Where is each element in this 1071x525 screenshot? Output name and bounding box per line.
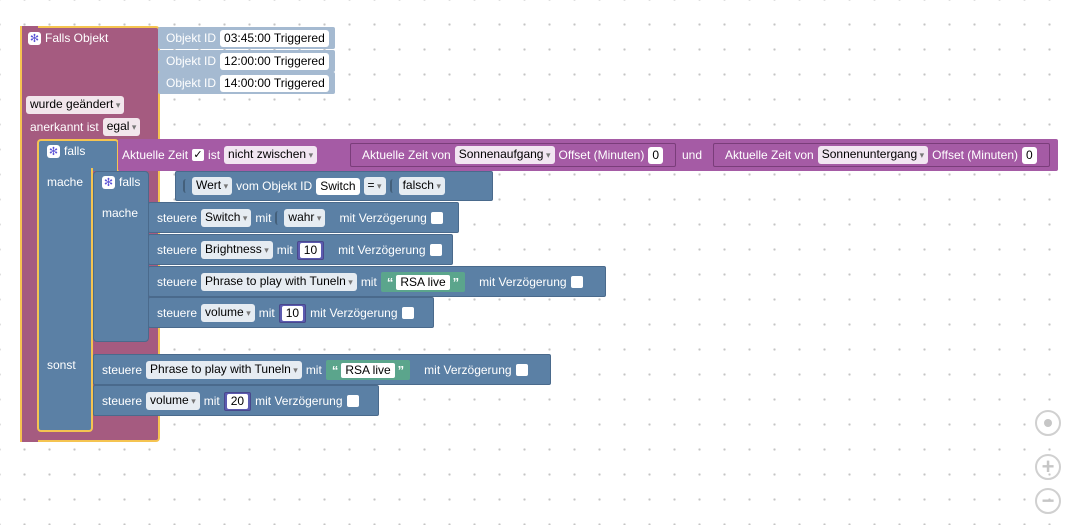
gear-icon[interactable]: ✻ <box>47 144 60 158</box>
check-icon[interactable]: ✓ <box>192 149 205 161</box>
ack-label: anerkannt ist <box>30 120 99 134</box>
with-label: mit <box>276 243 293 257</box>
changed-dropdown[interactable]: wurde geändert <box>26 96 125 114</box>
zoom-in-icon[interactable]: + <box>1035 454 1061 480</box>
object-id-value[interactable]: 12:00:00 Triggered <box>220 52 329 70</box>
control-label: steuere <box>157 211 198 225</box>
delay-checkbox[interactable] <box>430 212 443 224</box>
with-label: mit <box>305 363 322 377</box>
und-label: und <box>682 148 703 162</box>
gear-icon[interactable]: ✻ <box>28 31 41 45</box>
target-dropdown[interactable]: Switch <box>201 209 252 227</box>
number-input[interactable]: 10 <box>299 242 322 258</box>
op-dropdown[interactable]: nicht zwischen <box>224 146 318 164</box>
number-input[interactable]: 20 <box>226 393 249 409</box>
with-label: mit <box>255 211 272 225</box>
object-id-value[interactable]: 03:45:00 Triggered <box>220 29 329 47</box>
trigger-header: ✻ Falls Objekt <box>28 27 108 49</box>
bool-dropdown[interactable]: wahr <box>284 209 326 227</box>
delay-checkbox[interactable] <box>401 307 414 319</box>
delay-checkbox[interactable] <box>429 244 442 256</box>
outer-else-label: sonst <box>47 358 76 372</box>
control-label: steuere <box>102 394 143 408</box>
string-block[interactable]: “ RSA live ” <box>325 360 411 380</box>
number-block[interactable]: 20 <box>223 391 252 411</box>
control-label: steuere <box>102 363 143 377</box>
with-label: mit <box>360 275 377 289</box>
delay-label: mit Verzögerung <box>424 363 512 377</box>
object-id-label: Objekt ID <box>166 76 217 90</box>
now-label: Aktuelle Zeit <box>122 148 189 162</box>
from-object-label: vom Objekt ID <box>236 179 313 193</box>
string-input[interactable]: RSA live <box>341 362 395 378</box>
zoom-out-icon[interactable]: − <box>1035 488 1061 514</box>
trigger-title: Falls Objekt <box>45 31 109 45</box>
inner-if-block[interactable] <box>93 171 149 342</box>
object-input[interactable]: Switch <box>316 177 360 195</box>
target-dropdown[interactable]: Phrase to play with Tuneln <box>146 361 302 379</box>
number-block[interactable]: 10 <box>296 240 325 260</box>
with-label: mit <box>258 306 275 320</box>
number-input[interactable]: 10 <box>281 305 304 321</box>
delay-checkbox[interactable] <box>515 364 528 376</box>
control-block[interactable] <box>148 234 453 265</box>
ist-label: ist <box>208 148 221 162</box>
number-block[interactable]: 10 <box>278 303 307 323</box>
control-label: steuere <box>157 243 198 257</box>
outer-if-label: falls <box>64 144 86 158</box>
inner-if-label: falls <box>119 175 141 189</box>
recenter-icon[interactable] <box>1035 410 1061 436</box>
quote-close-icon: ” <box>397 362 405 378</box>
object-id-value[interactable]: 14:00:00 Triggered <box>220 74 329 92</box>
string-input[interactable]: RSA live <box>396 274 450 290</box>
delay-label: mit Verzögerung <box>338 243 426 257</box>
target-dropdown[interactable]: volume <box>201 304 255 322</box>
sunset-dropdown[interactable]: Sonnenuntergang <box>817 146 929 164</box>
from-label-2: Aktuelle Zeit von <box>725 148 814 162</box>
string-block[interactable]: “ RSA live ” <box>380 272 466 292</box>
offset-input[interactable]: 0 <box>648 146 663 164</box>
from-label: Aktuelle Zeit von <box>362 148 451 162</box>
delay-label: mit Verzögerung <box>310 306 398 320</box>
gear-icon[interactable]: ✻ <box>102 175 115 189</box>
offset-label-2: Offset (Minuten) <box>932 148 1018 162</box>
offset-label: Offset (Minuten) <box>558 148 645 162</box>
target-dropdown[interactable]: volume <box>146 392 200 410</box>
false-dropdown[interactable]: falsch <box>398 177 445 195</box>
delay-checkbox[interactable] <box>570 276 583 288</box>
control-label: steuere <box>157 275 198 289</box>
delay-checkbox[interactable] <box>346 395 359 407</box>
offset-input-2[interactable]: 0 <box>1021 146 1037 164</box>
outer-do-label: mache <box>47 175 84 189</box>
delay-label: mit Verzögerung <box>479 275 567 289</box>
sunrise-dropdown[interactable]: Sonnenaufgang <box>454 146 555 164</box>
target-dropdown[interactable]: Brightness <box>201 241 273 259</box>
value-dropdown[interactable]: Wert <box>192 177 233 195</box>
control-label: steuere <box>157 306 198 320</box>
delay-label: mit Verzögerung <box>339 211 427 225</box>
with-label: mit <box>203 394 220 408</box>
ack-dropdown[interactable]: egal <box>102 118 141 136</box>
object-id-label: Objekt ID <box>166 54 217 68</box>
delay-label: mit Verzögerung <box>255 394 343 408</box>
object-id-label: Objekt ID <box>166 31 217 45</box>
quote-close-icon: ” <box>452 274 460 290</box>
quote-open-icon: “ <box>386 274 394 290</box>
equals-dropdown[interactable]: = <box>363 177 386 195</box>
inner-do-label: mache <box>102 206 139 220</box>
quote-open-icon: “ <box>331 362 339 378</box>
target-dropdown[interactable]: Phrase to play with Tuneln <box>201 273 357 291</box>
